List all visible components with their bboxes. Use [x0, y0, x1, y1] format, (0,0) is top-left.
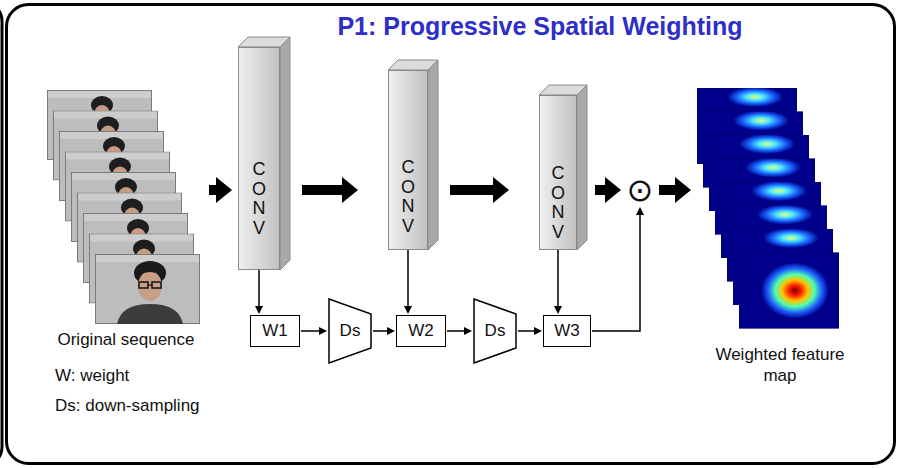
weight-box: W3	[543, 315, 591, 347]
feature-map-stack: Weighted feature map	[695, 86, 865, 386]
weight-arrow	[301, 327, 327, 335]
multiply-operator: ⊙	[625, 175, 655, 205]
heatmap-frames	[697, 87, 839, 329]
image-sequence: Original sequence	[45, 88, 207, 350]
downsampling-block: Ds	[473, 298, 517, 364]
flow-arrow	[450, 177, 509, 203]
weight-arrow	[373, 327, 395, 335]
conv-layer: CONV	[539, 95, 577, 250]
operator-symbol: ⊙	[627, 175, 654, 205]
legend-note: W: weight	[55, 366, 129, 386]
weight-arrow	[554, 250, 562, 314]
downsampling-block: Ds	[328, 298, 372, 364]
conv-layer: CONV	[388, 70, 428, 250]
trapezoid-shape	[329, 299, 371, 363]
weight-arrow	[447, 327, 472, 335]
conv-layer: CONV	[238, 47, 280, 270]
weight-box: W1	[250, 315, 300, 347]
flow-arrow	[302, 177, 358, 203]
conv-depth-faces	[238, 37, 587, 270]
block-label: Ds	[340, 321, 361, 341]
legend-note: Ds: down-sampling	[55, 396, 200, 416]
block-label: W3	[554, 321, 580, 341]
flow-arrow	[209, 177, 232, 203]
block-label: W1	[262, 321, 288, 341]
weight-arrow	[404, 250, 412, 314]
flow-arrow	[659, 177, 691, 203]
flow-arrow	[595, 177, 621, 203]
stack-caption: Weighted feature map	[705, 345, 855, 386]
weight-arrow	[255, 270, 263, 314]
original-frames	[48, 91, 200, 325]
block-label: W2	[408, 321, 434, 341]
panel-title: P1: Progressive Spatial Weighting	[180, 12, 900, 41]
weight-arrow	[518, 327, 542, 335]
weight-arrow	[592, 207, 644, 331]
weight-box: W2	[396, 315, 446, 347]
trapezoid-shape	[474, 299, 516, 363]
layer-label: CONV	[250, 160, 268, 239]
stack-caption: Original sequence	[45, 330, 207, 350]
layer-label: CONV	[399, 158, 417, 237]
block-label: Ds	[485, 321, 506, 341]
layer-label: CONV	[549, 164, 567, 243]
